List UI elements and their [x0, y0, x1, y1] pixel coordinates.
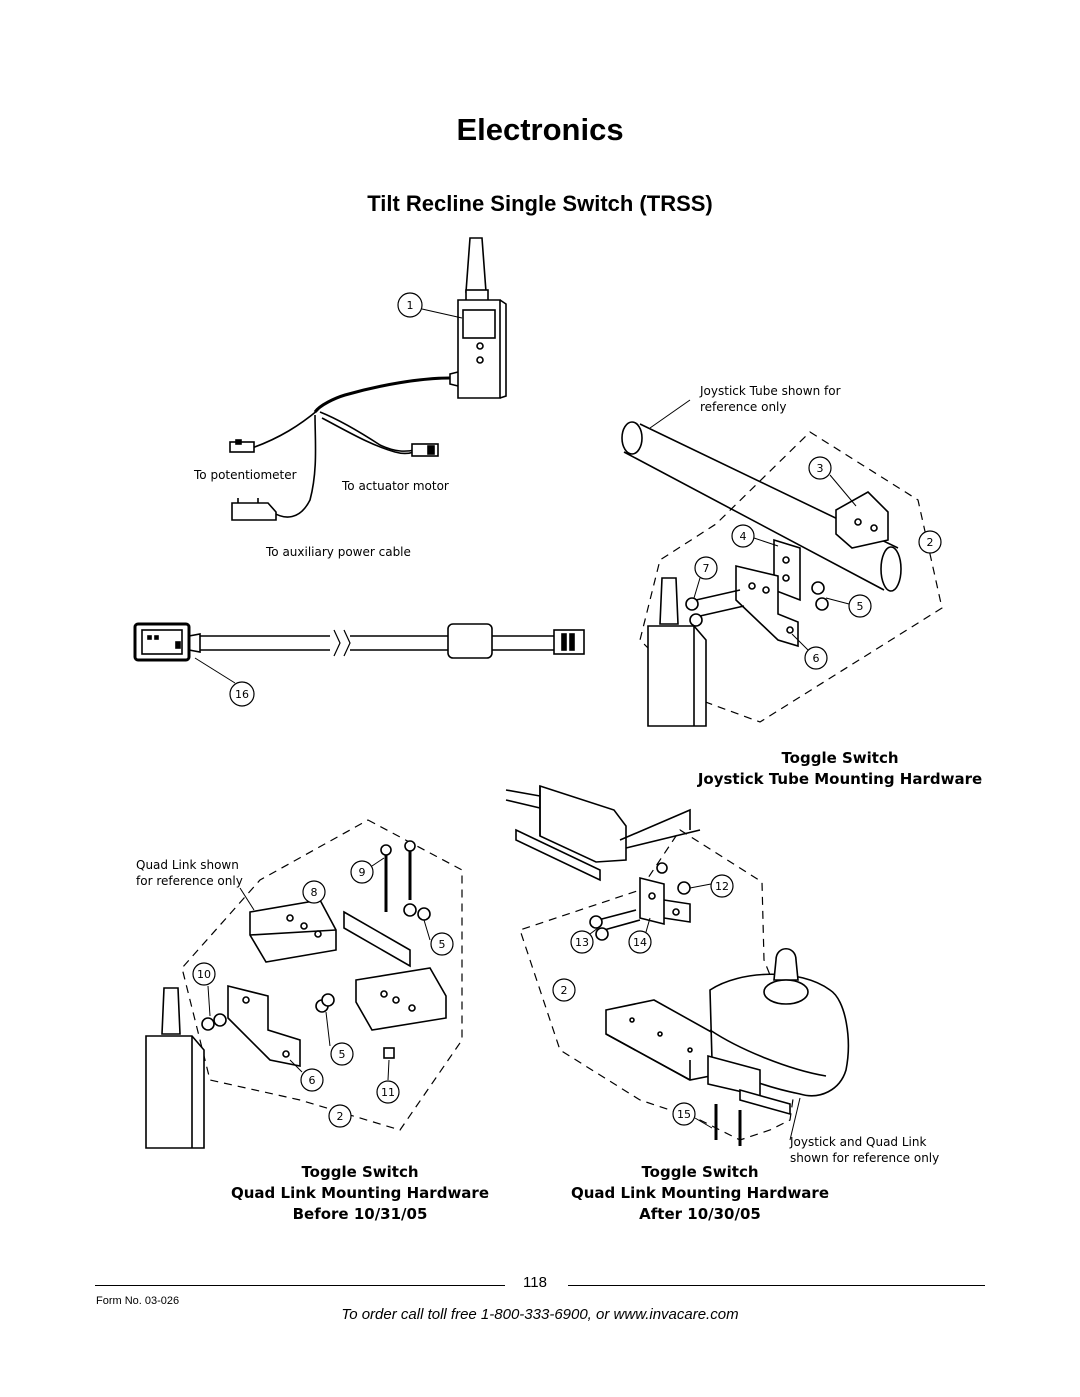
caption-joystick-line1: Toggle Switch — [781, 749, 899, 767]
note-joystick-quad-link-line1: Joystick and Quad Link — [790, 1135, 927, 1149]
footer-rule-left — [95, 1285, 505, 1286]
callout-8: 8 — [311, 886, 318, 899]
callout-4: 4 — [740, 530, 747, 543]
note-joystick-tube: Joystick Tube shown for reference only — [700, 383, 841, 415]
callout-15: 15 — [677, 1108, 691, 1121]
page-title: Electronics — [456, 112, 624, 147]
callout-16: 16 — [235, 688, 249, 701]
caption-before-line3: Before 10/31/05 — [292, 1205, 428, 1223]
caption-quad-link-before: Toggle Switch Quad Link Mounting Hardwar… — [200, 1162, 520, 1225]
caption-after-line1: Toggle Switch — [641, 1163, 759, 1181]
callout-10: 10 — [197, 968, 211, 981]
callout-1: 1 — [407, 299, 414, 312]
page-subtitle: Tilt Recline Single Switch (TRSS) — [367, 191, 713, 216]
callout-2: 2 — [561, 984, 568, 997]
callout-6: 6 — [813, 652, 820, 665]
note-quad-link-line1: Quad Link shown — [136, 858, 239, 872]
callout-11: 11 — [381, 1086, 395, 1099]
callout-2: 2 — [337, 1110, 344, 1123]
caption-after-line2: Quad Link Mounting Hardware — [571, 1184, 829, 1202]
caption-after-line3: After 10/30/05 — [639, 1205, 761, 1223]
caption-quad-link-after: Toggle Switch Quad Link Mounting Hardwar… — [540, 1162, 860, 1225]
note-joystick-tube-line1: Joystick Tube shown for — [700, 384, 841, 398]
caption-before-line2: Quad Link Mounting Hardware — [231, 1184, 489, 1202]
note-joystick-tube-line2: reference only — [700, 400, 787, 414]
form-number: Form No. 03-026 — [96, 1295, 180, 1307]
caption-before-line1: Toggle Switch — [301, 1163, 419, 1181]
callout-5a: 5 — [439, 938, 446, 951]
callout-3: 3 — [817, 462, 824, 475]
callout-7: 7 — [703, 562, 710, 575]
label-to-actuator-motor: To actuator motor — [342, 479, 449, 493]
label-to-potentiometer: To potentiometer — [194, 468, 297, 482]
callout-14: 14 — [633, 936, 647, 949]
callout-12: 12 — [715, 880, 729, 893]
note-joystick-quad-link: Joystick and Quad Link shown for referen… — [790, 1134, 939, 1166]
callout-5b: 5 — [339, 1048, 346, 1061]
note-quad-link: Quad Link shown for reference only — [136, 857, 243, 889]
note-joystick-quad-link-line2: shown for reference only — [790, 1151, 940, 1165]
page-number: 118 — [523, 1274, 547, 1291]
order-info: To order call toll free 1-800-333-6900, … — [341, 1306, 739, 1323]
label-to-auxiliary-power-cable: To auxiliary power cable — [266, 545, 411, 559]
footer-rule-right — [568, 1285, 985, 1286]
callout-9: 9 — [359, 866, 366, 879]
callout-2: 2 — [927, 536, 934, 549]
caption-joystick-tube-mounting: Toggle Switch Joystick Tube Mounting Har… — [690, 748, 990, 790]
callout-13: 13 — [575, 936, 589, 949]
caption-joystick-line2: Joystick Tube Mounting Hardware — [697, 770, 983, 788]
callout-6: 6 — [309, 1074, 316, 1087]
callout-5: 5 — [857, 600, 864, 613]
note-quad-link-line2: for reference only — [136, 874, 243, 888]
